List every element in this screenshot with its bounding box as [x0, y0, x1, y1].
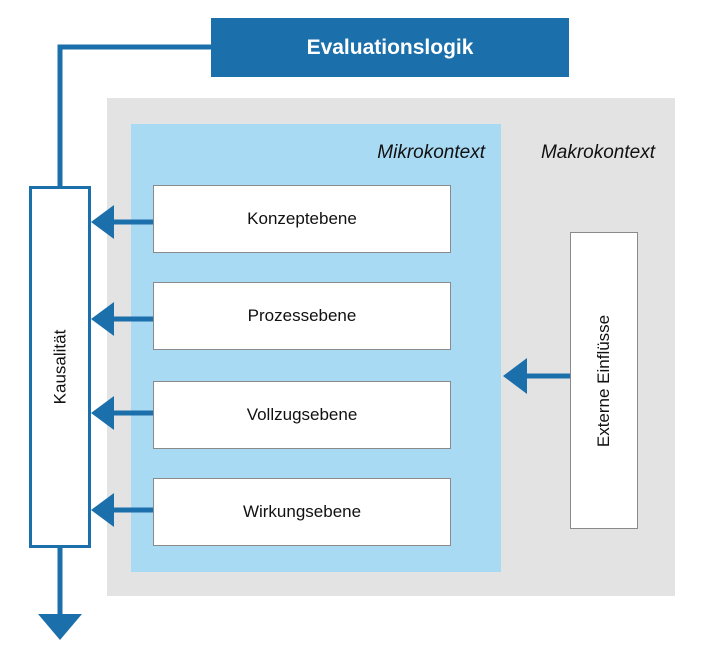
level-arrowhead-wirkung — [91, 493, 114, 527]
level-box-vollzug: Vollzugsebene — [153, 381, 451, 449]
level-label: Konzeptebene — [247, 209, 357, 228]
level-box-konzept: Konzeptebene — [153, 185, 451, 253]
output-arrowhead — [38, 614, 82, 640]
evaluation-logic-title: Evaluationslogik — [211, 18, 569, 77]
level-box-prozess: Prozessebene — [153, 282, 451, 350]
macro-context-label: Makrokontext — [540, 142, 655, 163]
external-arrowhead — [503, 358, 527, 394]
level-label: Prozessebene — [247, 306, 357, 325]
external-influences-box: Externe Einflüsse — [570, 232, 638, 529]
level-arrowhead-vollzug — [91, 396, 114, 430]
feedback-line — [57, 44, 211, 186]
level-box-wirkung: Wirkungsebene — [153, 478, 451, 546]
causality-box: Kausalität — [29, 186, 91, 548]
level-label: Vollzugsebene — [246, 405, 358, 424]
micro-context-label: Mikrokontext — [377, 142, 485, 163]
level-arrowhead-prozess — [91, 302, 114, 336]
level-arrowhead-konzept — [91, 205, 114, 239]
level-label: Wirkungsebene — [242, 502, 362, 521]
evaluation-logic-title-text: Evaluationslogik — [306, 35, 474, 59]
